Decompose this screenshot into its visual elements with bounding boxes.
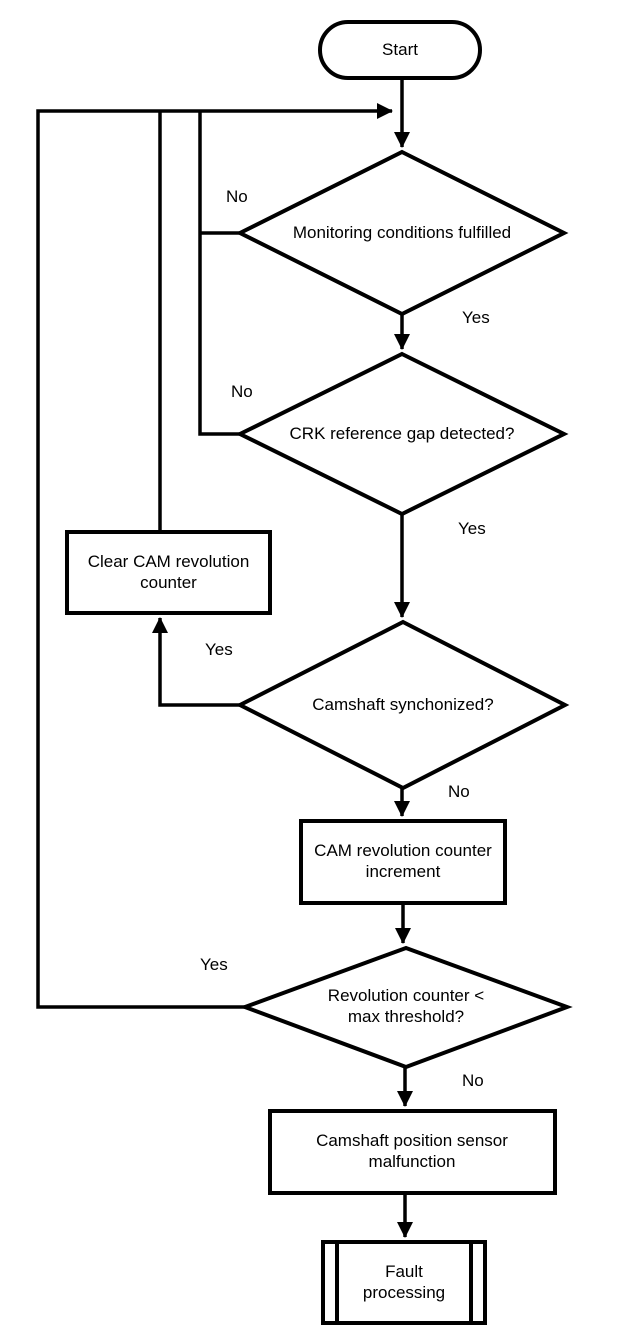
edge-camsync-yes-to-clearcounter (152, 617, 240, 707)
crk-gap-decision-shape (235, 351, 569, 517)
clear-counter-process-shape (65, 530, 272, 615)
camshaft-sync-decision-shape (235, 619, 570, 791)
counter-increment-process-shape (299, 819, 507, 905)
malfunction-process-shape (268, 1109, 557, 1195)
fault-processing-shape (321, 1240, 487, 1325)
revolution-counter-decision-shape (239, 945, 573, 1070)
monitoring-decision-shape (235, 149, 569, 317)
edge-revcounter-yes-feedback-and-merge (36, 103, 393, 1009)
edge-crkgap-no-return (198, 111, 240, 436)
start-terminator-shape (318, 20, 482, 80)
